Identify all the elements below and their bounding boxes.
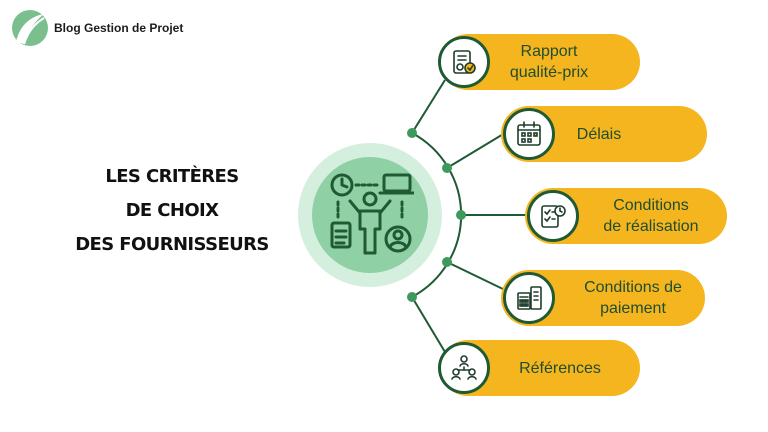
title-line-2: DE CHOIX xyxy=(125,200,219,221)
checklist-clock-icon xyxy=(527,190,579,242)
title-line-1: LES CRITÈRES xyxy=(105,166,239,187)
payment-invoice-icon xyxy=(503,272,555,324)
diagram-title: LES CRITÈRES DE CHOIX DES FOURNISSEURS xyxy=(52,160,292,262)
calendar-icon xyxy=(503,108,555,160)
criterion-label: Rapport qualité-prix xyxy=(509,43,589,81)
network-people-icon xyxy=(438,342,490,394)
brand-name: Blog Gestion de Projet xyxy=(54,21,184,35)
criterion-label: Conditions de réalisation xyxy=(603,197,699,235)
criterion-label: Conditions de paiement xyxy=(584,279,682,317)
title-line-3: DES FOURNISSEURS xyxy=(75,234,269,255)
quality-report-icon xyxy=(438,36,490,88)
supplier-choice-central-icon xyxy=(330,173,414,255)
brand-header: Blog Gestion de Projet xyxy=(10,8,183,48)
criterion-label: Délais xyxy=(576,125,622,143)
criterion-label: Références xyxy=(519,359,601,377)
leaf-logo xyxy=(12,10,48,46)
